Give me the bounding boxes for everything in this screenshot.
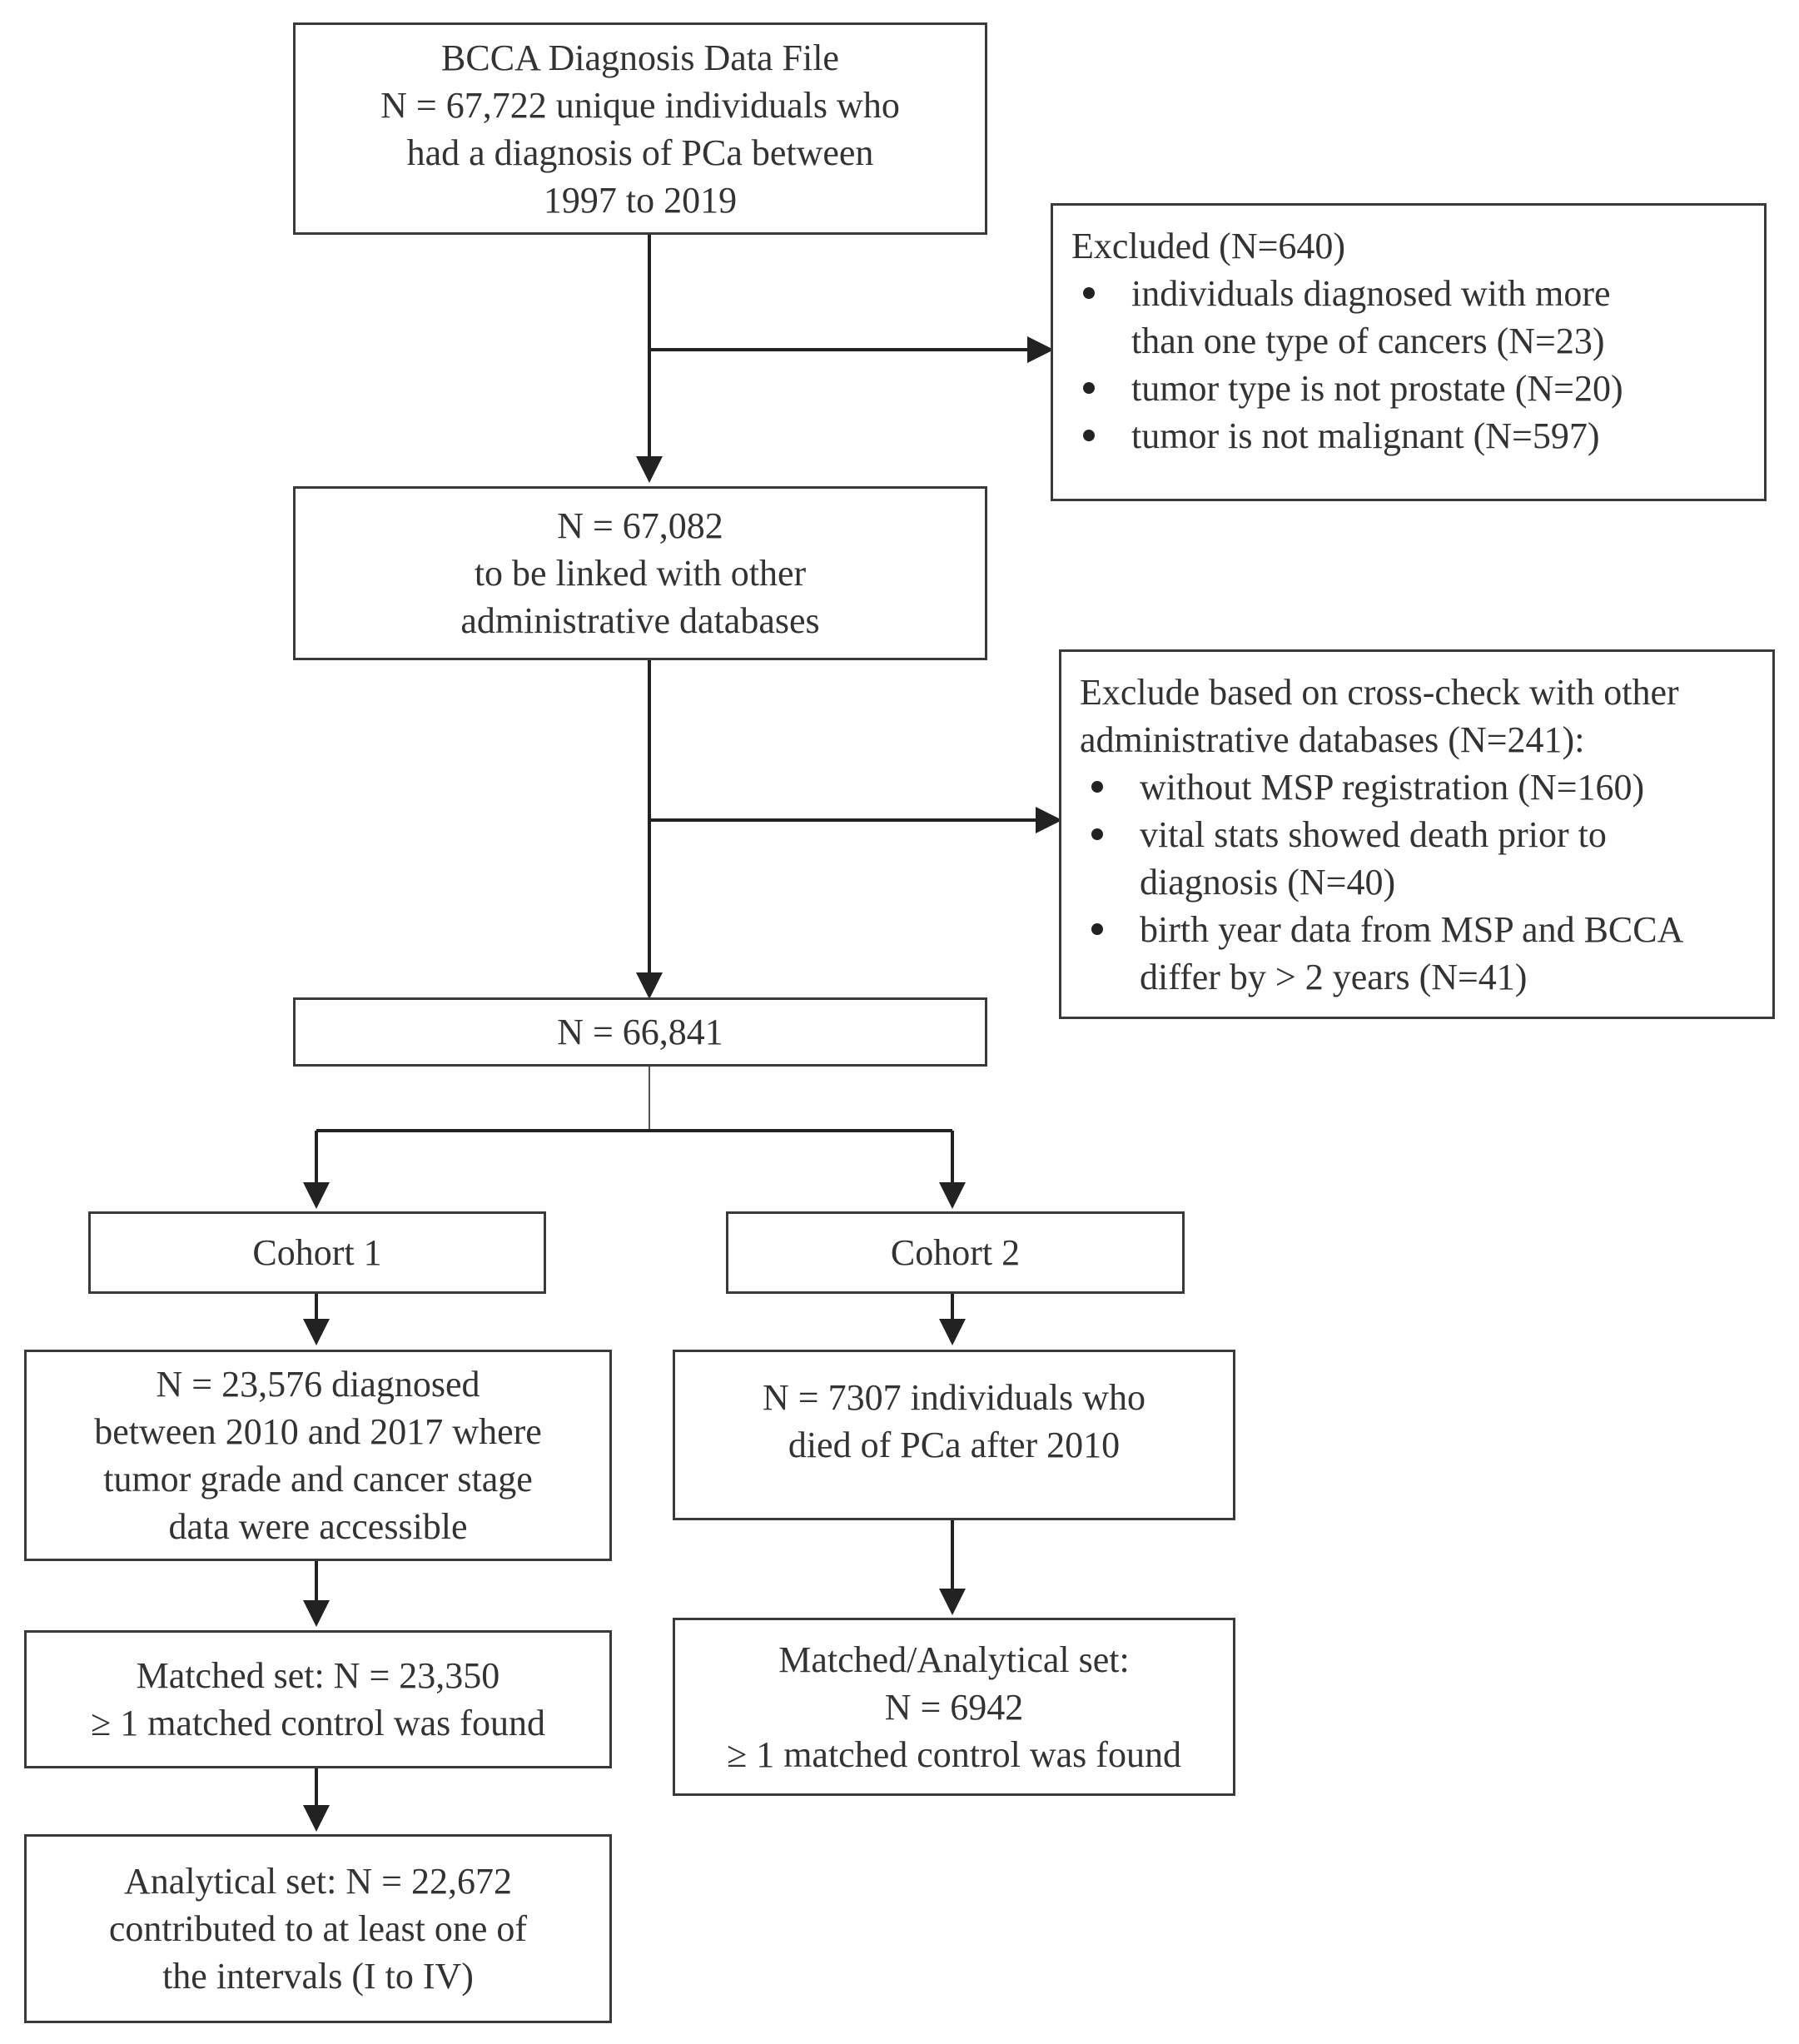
total-line: N = 66,841	[557, 1012, 723, 1052]
cohort-1-label: Cohort 1	[252, 1232, 382, 1273]
cohort-1-analytical-line-3: the intervals (I to IV)	[162, 1956, 474, 1997]
source-line-4: 1997 to 2019	[543, 179, 738, 221]
source-line-2: N = 67,722 unique individuals who	[380, 84, 900, 126]
bullet-icon	[1091, 923, 1103, 935]
excluded-2-title-line-1: Exclude based on cross-check with other	[1080, 672, 1679, 713]
cohort-1-analytical-line-2: contributed to at least one of	[108, 1908, 528, 1949]
cohort-2-box: Cohort 2	[726, 1211, 1185, 1294]
cohort-2-label: Cohort 2	[890, 1232, 1021, 1273]
excluded-2-item: birth year data from MSP and BCCA differ…	[1080, 906, 1754, 1001]
bullet-icon	[1083, 287, 1095, 299]
cohort-2-matched-analytical-box: Matched/Analytical set: N = 6942 ≥ 1 mat…	[673, 1618, 1235, 1796]
cohort-1-analytical-line-1: Analytical set: N = 22,672	[124, 1861, 512, 1902]
cohort-1-matched-box: Matched set: N = 23,350 ≥ 1 matched cont…	[24, 1630, 612, 1768]
cohort-1-diagnosed-line-3: tumor grade and cancer stage	[103, 1459, 533, 1499]
cohort-1-diagnosed-box: N = 23,576 diagnosed between 2010 and 20…	[24, 1350, 612, 1561]
excluded-box-1: Excluded (N=640) individuals diagnosed w…	[1051, 203, 1767, 501]
linked-box: N = 67,082 to be linked with other admin…	[293, 486, 987, 660]
excluded-1-list: individuals diagnosed with more than one…	[1071, 270, 1746, 460]
cohort-2-died-line-2: died of PCa after 2010	[788, 1425, 1121, 1465]
excluded-2-list: without MSP registration (N=160) vital s…	[1080, 763, 1754, 1001]
cohort-2-matched-line-3: ≥ 1 matched control was found	[727, 1733, 1181, 1775]
bullet-icon	[1083, 382, 1095, 394]
cohort-1-matched-line-1: Matched set: N = 23,350	[136, 1655, 500, 1696]
linked-line-3: administrative databases	[460, 600, 820, 641]
cohort-2-died-line-1: N = 7307 individuals who	[763, 1377, 1145, 1418]
total-box: N = 66,841	[293, 997, 987, 1067]
excluded-1-item: tumor type is not prostate (N=20)	[1071, 365, 1746, 412]
excluded-1-item: tumor is not malignant (N=597)	[1071, 412, 1746, 460]
source-line-1: BCCA Diagnosis Data File	[441, 37, 839, 78]
linked-line-1: N = 67,082	[557, 505, 723, 546]
bullet-icon	[1083, 430, 1095, 441]
cohort-1-diagnosed-line-4: data were accessible	[168, 1506, 468, 1547]
excluded-box-2: Exclude based on cross-check with other …	[1059, 649, 1775, 1019]
cohort-1-box: Cohort 1	[88, 1211, 546, 1294]
excluded-2-item: vital stats showed death prior to diagno…	[1080, 811, 1754, 906]
excluded-1-item: individuals diagnosed with more than one…	[1071, 270, 1746, 365]
cohort-1-analytical-box: Analytical set: N = 22,672 contributed t…	[24, 1834, 612, 2023]
bullet-icon	[1091, 781, 1103, 793]
bullet-icon	[1091, 828, 1103, 840]
linked-line-2: to be linked with other	[474, 553, 807, 594]
cohort-2-matched-line-2: N = 6942	[884, 1686, 1024, 1728]
cohort-1-diagnosed-line-2: between 2010 and 2017 where	[94, 1411, 542, 1452]
excluded-2-title-line-2: administrative databases (N=241):	[1080, 719, 1585, 760]
cohort-2-died-box: N = 7307 individuals who died of PCa aft…	[673, 1350, 1235, 1520]
source-data-box: BCCA Diagnosis Data File N = 67,722 uniq…	[293, 22, 987, 235]
cohort-1-diagnosed-line-1: N = 23,576 diagnosed	[156, 1364, 480, 1405]
cohort-1-matched-line-2: ≥ 1 matched control was found	[91, 1703, 545, 1743]
cohort-2-matched-line-1: Matched/Analytical set:	[778, 1639, 1130, 1680]
excluded-1-title: Excluded (N=640)	[1071, 226, 1346, 266]
source-line-3: had a diagnosis of PCa between	[406, 132, 874, 173]
excluded-2-item: without MSP registration (N=160)	[1080, 763, 1754, 811]
